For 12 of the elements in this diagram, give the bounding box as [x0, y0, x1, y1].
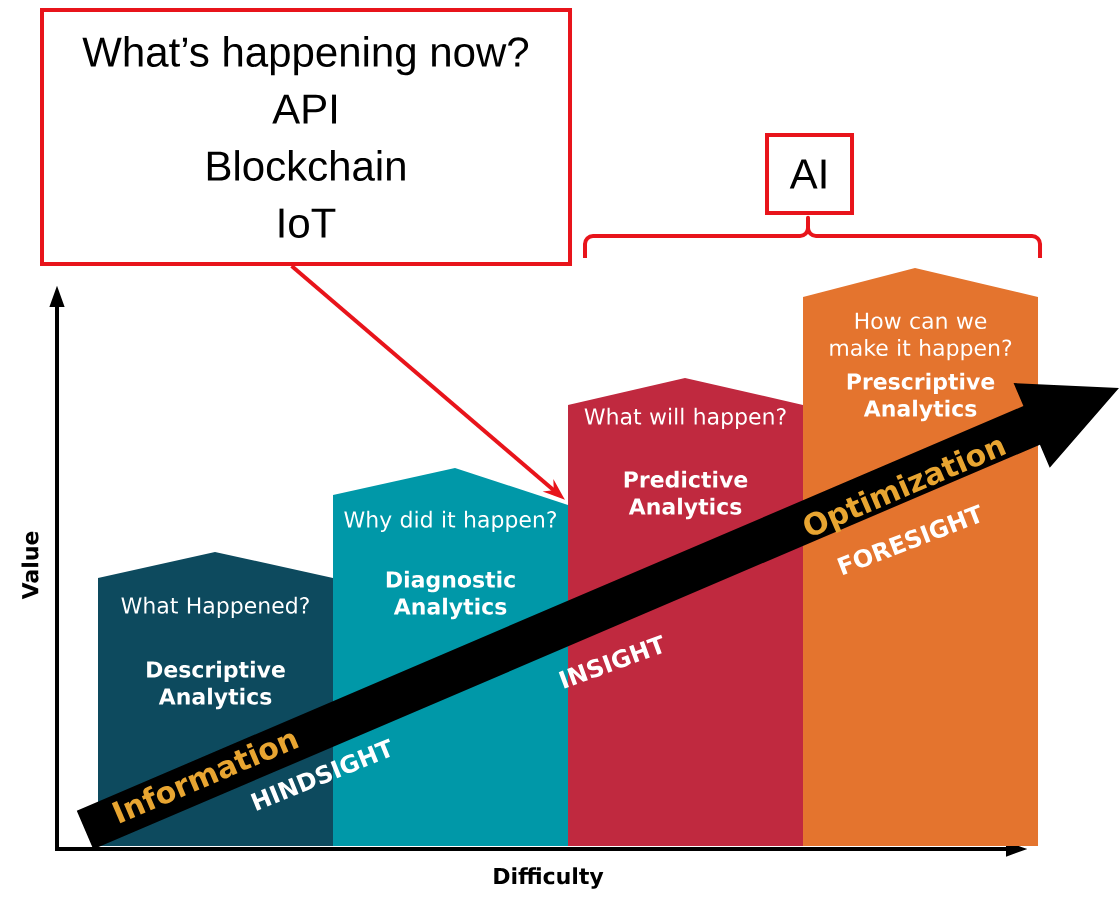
question-text: What will happen?	[584, 407, 786, 429]
axis-title: Value	[21, 531, 39, 600]
callout-box: What’s happening now? API Blockchain IoT	[40, 8, 572, 266]
question-text: What Happened?	[121, 596, 309, 618]
question-text: Why did it happen?	[344, 510, 556, 532]
analytics-label: Diagnostic Analytics	[386, 570, 515, 620]
analytics-label: Predictive Analytics	[624, 470, 748, 520]
analytics-label: Descriptive Analytics	[147, 660, 285, 710]
question-text: How can we make it happen?	[830, 312, 1012, 361]
ai-box: AI	[765, 133, 854, 215]
analytics-label: Prescriptive Analytics	[847, 372, 995, 422]
axis-title: Difficulty	[494, 867, 604, 889]
